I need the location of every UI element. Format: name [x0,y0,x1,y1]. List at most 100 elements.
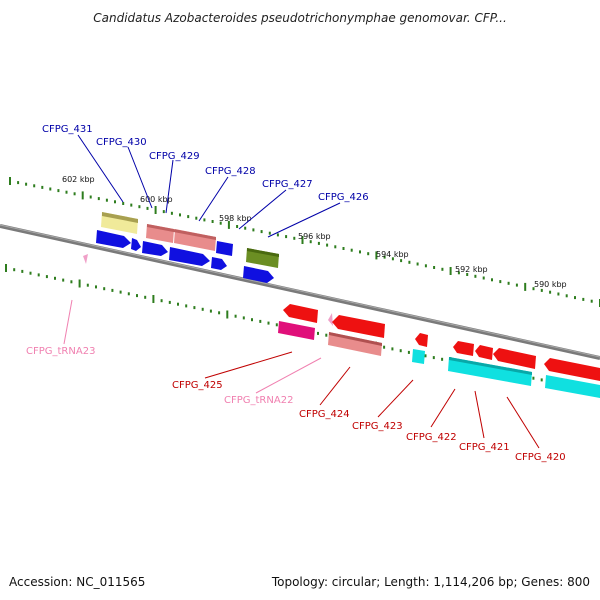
upper-track-tick [162,210,165,214]
gene-label-cfpg-431[interactable]: CFPG_431 [42,124,93,135]
gene-label-cfpg-426[interactable]: CFPG_426 [318,192,369,203]
gene-label-cfpg-421[interactable]: CFPG_421 [459,442,510,453]
lower-track-tick [5,264,7,272]
lower-track-tick [29,271,32,275]
trna-feature-cfpg-trna22[interactable] [328,313,333,326]
upper-track-tick [441,267,444,271]
upper-track-tick [89,195,92,199]
upper-track-tick [466,273,469,276]
gene-feature-cfpg-425[interactable] [283,304,318,323]
upper-track-tick [187,215,190,219]
upper-track-tick [524,282,527,291]
lower-track-tick [185,304,188,308]
upper-track-tick [130,203,133,207]
gene-label-cfpg-425[interactable]: CFPG_425 [172,380,223,391]
upper-track-tick [170,211,173,215]
lower-track-tick [226,310,229,319]
gene-label-cfpg-422[interactable]: CFPG_422 [406,432,457,443]
gene-feature-cfpg-424[interactable] [332,315,385,338]
gene-feature-cfpg-423[interactable] [415,333,428,347]
upper-track-tick [105,198,108,202]
lower-track-tick [383,345,386,349]
gene-label-cfpg-427[interactable]: CFPG_427 [262,179,313,190]
upper-track-tick [540,288,543,292]
gene-feature-cfpg-430[interactable] [96,230,131,248]
gene-label-cfpg-423[interactable]: CFPG_423 [352,421,403,432]
upper-track-tick [146,206,149,210]
upper-track-tick [317,241,320,245]
upper-track-tick [9,177,11,185]
upper-track-tick [334,245,337,249]
upper-track-tick [400,259,403,263]
lower-track-tick [21,269,24,273]
lower-track-tick [136,294,138,298]
lower-track-tick [424,354,427,358]
lower-track-tick [209,309,212,313]
lower-track-tick [62,278,65,282]
lower-track-tick [168,300,171,304]
gene-feature-cfpg-426[interactable] [243,266,274,283]
accession-text: Accession: NC_011565 [9,575,145,589]
gene-label-cfpg-trna22[interactable]: CFPG_tRNA22 [224,395,293,406]
upper-track-tick [33,184,36,188]
label-leader-lines [63,134,540,449]
reverse-gene-labels: CFPG_tRNA23 CFPG_425 CFPG_tRNA22 CFPG_42… [26,346,566,463]
trna-feature-cfpg-trna23[interactable] [83,254,88,264]
upper-track-tick [114,200,116,204]
forward-gene-labels: CFPG_431 CFPG_430 CFPG_429 CFPG_428 CFPG… [42,124,369,203]
upper-track-tick [73,192,76,196]
upper-track-tick [154,206,157,214]
lower-track-tick [407,350,410,354]
scale-labels: 602 kbp 600 kbp 598 kbp 596 kbp 594 kbp … [62,175,567,289]
lower-track-tick [234,314,237,318]
upper-track-tick [244,226,247,230]
lower-track-tick [251,318,253,322]
gene-feature-cfpg-428[interactable] [174,229,216,251]
gene-label-cfpg-424[interactable]: CFPG_424 [299,409,350,420]
upper-track-tick [268,231,271,235]
scale-label-592: 592 kbp [455,265,488,274]
lower-track-tick [193,306,196,310]
upper-track-tick [391,257,394,261]
upper-track-tick [424,264,427,268]
lower-track-tick [103,287,106,291]
gene-label-cfpg-430[interactable]: CFPG_430 [96,137,147,148]
gene-label-cfpg-428[interactable]: CFPG_428 [205,166,256,177]
upper-track-tick [507,281,510,285]
gene-feature-cfpg-421[interactable] [475,345,493,360]
lower-track-tick [95,285,97,289]
lower-track-tick [532,376,535,380]
gene-feature-cfpg-422[interactable] [453,341,474,356]
lower-track-tick [325,333,328,337]
genome-backbone [0,224,600,360]
scale-label-602: 602 kbp [62,175,95,184]
lower-track-tick [86,283,89,287]
upper-track-tick [433,266,436,269]
upper-track-tick [367,252,370,256]
upper-track-tick [203,218,206,222]
upper-track-tick [574,296,576,300]
upper-track-tick [383,255,386,259]
upper-track-tick [375,251,378,260]
upper-track-tick [491,278,493,282]
gene-feature-cfpg-420[interactable] [493,348,536,369]
gene-label-cfpg-420[interactable]: CFPG_420 [515,452,566,463]
upper-track-tick [236,225,239,228]
gene-label-cfpg-trna23[interactable]: CFPG_tRNA23 [26,346,95,357]
lower-track-tick [540,378,543,382]
upper-track-tick [515,283,518,287]
lower-track-tick [119,290,122,294]
scale-label-598: 598 kbp [219,214,252,223]
upper-track-tick [276,233,279,237]
gene-label-cfpg-429[interactable]: CFPG_429 [149,151,200,162]
upper-track-tick [457,271,460,275]
upper-track-tick [301,236,304,244]
lower-track-tick [45,275,48,279]
upper-track-tick [252,228,255,232]
lower-track-tick [111,288,114,292]
upper-track-tick [408,260,411,264]
upper-track-tick [122,202,125,205]
upper-track-tick [49,187,52,191]
lower-track-tick [259,319,262,323]
